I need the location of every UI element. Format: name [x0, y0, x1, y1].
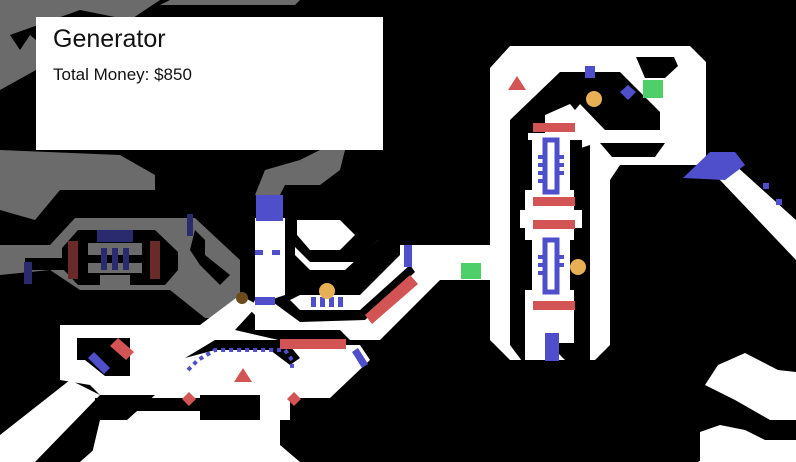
door: [620, 85, 636, 100]
floor-tile: [698, 440, 760, 462]
floor-tile: [297, 220, 355, 250]
door-frame: [542, 137, 560, 195]
door: [329, 297, 334, 307]
wall-block: [533, 220, 575, 229]
door: [88, 352, 110, 374]
door: [272, 250, 280, 255]
wall: [510, 72, 660, 365]
wall: [95, 398, 255, 411]
door: [187, 214, 193, 236]
explored-region: [0, 150, 155, 220]
wall: [520, 140, 532, 190]
floor-tile: [90, 420, 300, 462]
wall-block: [280, 339, 346, 349]
door: [538, 271, 543, 275]
door: [538, 171, 543, 175]
coin[interactable]: [570, 259, 586, 275]
coin[interactable]: [586, 91, 602, 107]
wall: [25, 258, 65, 270]
wall: [190, 230, 230, 285]
panel-title: Generator: [53, 25, 166, 53]
door: [585, 66, 595, 78]
door: [559, 163, 564, 167]
goal-tile[interactable]: [643, 80, 663, 98]
dim-doors: [24, 214, 193, 284]
money-counter: Total Money: $850: [53, 65, 192, 84]
player-marker: [236, 292, 248, 304]
wall-block: [150, 241, 160, 279]
wall: [570, 140, 582, 190]
door: [404, 245, 412, 267]
coin[interactable]: [319, 283, 335, 299]
wall-block: [68, 241, 78, 279]
door: [538, 263, 543, 267]
wall-block: [365, 275, 418, 324]
explored-region: [100, 275, 130, 287]
door: [320, 297, 325, 307]
wall-block: [533, 301, 575, 310]
door: [559, 263, 564, 267]
dim-wall-blocks: [68, 241, 160, 279]
door: [763, 183, 769, 189]
info-panel: Generator Total Money: $850: [36, 17, 383, 150]
explored-region: [255, 150, 345, 195]
door: [776, 199, 782, 205]
enemy-diamond[interactable]: [182, 392, 196, 406]
wall: [270, 265, 415, 322]
door: [683, 152, 745, 180]
door: [255, 250, 263, 255]
wall-block: [533, 197, 575, 206]
floor-tile: [700, 165, 796, 260]
door: [311, 297, 316, 307]
enemy-triangle[interactable]: [234, 368, 252, 382]
door: [538, 179, 543, 183]
explored-region: [160, 0, 300, 5]
door: [559, 255, 564, 259]
door: [559, 171, 564, 175]
door: [256, 195, 283, 221]
door: [255, 297, 275, 305]
door: [24, 262, 32, 284]
door-arc: [186, 348, 294, 372]
door: [97, 230, 133, 242]
door: [538, 155, 543, 159]
floor-tile: [250, 245, 490, 340]
wall: [600, 143, 665, 157]
door: [538, 163, 543, 167]
door: [559, 155, 564, 159]
wall-blocks: [110, 123, 575, 360]
door-frame: [542, 237, 560, 295]
door: [538, 255, 543, 259]
doors: [88, 66, 782, 374]
door: [112, 248, 118, 270]
door: [123, 248, 129, 270]
door: [545, 333, 559, 361]
floor-tile: [705, 353, 796, 420]
wall: [636, 57, 678, 78]
floor-tile: [0, 380, 100, 462]
wall: [185, 340, 300, 365]
enemy-triangle[interactable]: [508, 76, 526, 90]
wall-block: [110, 338, 134, 360]
floor-tile: [60, 295, 370, 420]
enemy-diamond[interactable]: [287, 392, 301, 406]
door: [352, 348, 368, 368]
wall: [520, 240, 532, 290]
goal-tile[interactable]: [461, 263, 481, 279]
door: [338, 297, 343, 307]
wall-block: [533, 123, 575, 132]
door: [101, 248, 107, 270]
door: [186, 348, 294, 372]
